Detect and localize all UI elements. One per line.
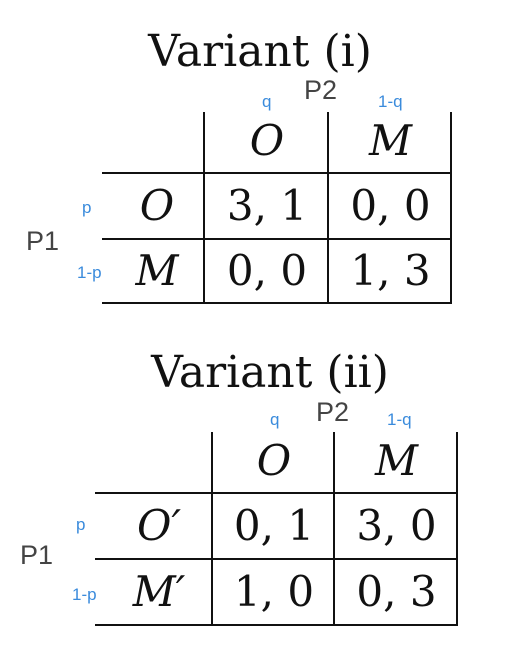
- payoff-cell: 1, 3: [350, 246, 431, 295]
- row-probability-label: 1-p: [72, 585, 97, 604]
- row-strategy-label: O: [139, 181, 175, 230]
- column-player-label: P2: [304, 75, 338, 105]
- column-probability-label: q: [270, 410, 280, 429]
- grid-line: [211, 432, 213, 626]
- grid-line: [456, 432, 458, 626]
- grid-line: [333, 432, 335, 626]
- payoff-cell: 0, 3: [356, 567, 437, 616]
- payoff-cell: 0, 0: [350, 181, 431, 230]
- column-strategy-label: M: [368, 116, 412, 165]
- grid-line: [102, 302, 452, 304]
- grid-line: [327, 112, 329, 304]
- row-player-label: P1: [20, 540, 54, 570]
- grid-line: [450, 112, 452, 304]
- column-strategy-label: O: [256, 436, 292, 485]
- grid-line: [95, 558, 458, 560]
- row-strategy-label: M′: [132, 567, 186, 616]
- row-strategy-label: O′: [137, 501, 181, 550]
- row-probability-label: p: [82, 198, 92, 217]
- column-probability-label: 1-q: [378, 92, 403, 111]
- grid-line: [95, 624, 458, 626]
- column-strategy-label: M: [374, 436, 418, 485]
- grid-line: [102, 238, 452, 240]
- column-probability-label: q: [262, 92, 272, 111]
- grid-line: [102, 172, 452, 174]
- grid-line: [95, 492, 458, 494]
- game-title: Variant (ii): [151, 347, 389, 398]
- row-strategy-label: M: [135, 246, 179, 295]
- column-strategy-label: O: [249, 116, 285, 165]
- payoff-cell: 0, 0: [226, 246, 308, 295]
- row-probability-label: 1-p: [77, 263, 102, 282]
- row-probability-label: p: [76, 515, 86, 534]
- payoff-cell: 1, 0: [233, 567, 315, 616]
- payoff-cell: 0, 1: [233, 501, 315, 550]
- game-title: Variant (i): [148, 26, 372, 77]
- payoff-cell: 3, 0: [356, 501, 437, 550]
- column-probability-label: 1-q: [387, 410, 412, 429]
- payoff-cell: 3, 1: [226, 181, 308, 230]
- row-player-label: P1: [26, 226, 60, 256]
- column-player-label: P2: [316, 397, 350, 427]
- grid-line: [203, 112, 205, 304]
